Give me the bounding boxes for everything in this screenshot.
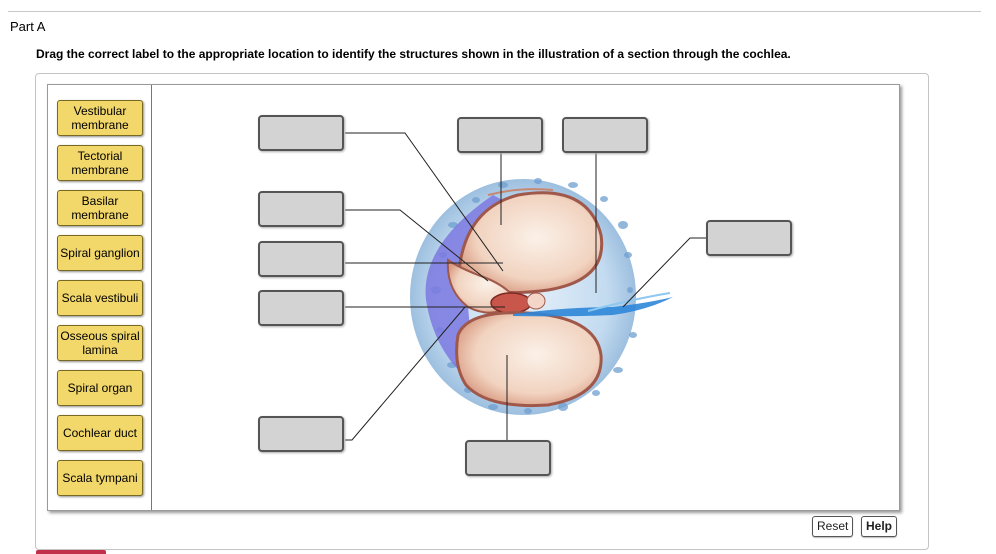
label-chip-spiral-organ[interactable]: Spiral organ [57,370,143,406]
help-button[interactable]: Help [861,516,898,537]
label-chip-text: Scala tympani [62,471,138,485]
label-chip-text: Cochlear duct [62,426,138,440]
label-chip-text: Osseous spiral lamina [60,329,140,357]
spiral-lamina-nerve [513,292,673,317]
leader-lines [345,132,706,441]
drop-target-8[interactable] [706,220,792,256]
scala-tympani-chamber [455,311,603,408]
label-chip-vestibular-membrane[interactable]: Vestibular membrane [57,100,143,136]
cochlea-illustration [345,132,706,441]
label-chip-scala-vestibuli[interactable]: Scala vestibuli [57,280,143,316]
label-chip-text: Spiral ganglion [60,246,140,260]
drop-target-5[interactable] [258,416,344,452]
drop-target-4[interactable] [258,290,344,326]
drop-target-3[interactable] [258,241,344,277]
label-chip-osseous-spiral-lamina[interactable]: Osseous spiral lamina [57,325,143,361]
label-chip-text: Spiral organ [67,381,133,395]
label-chip-spiral-ganglion[interactable]: Spiral ganglion [57,235,143,271]
label-chip-scala-tympani[interactable]: Scala tympani [57,460,143,496]
label-palette: Vestibular membrane Tectorial membrane B… [48,85,152,510]
drop-target-7[interactable] [562,117,648,153]
submit-tab[interactable] [36,550,106,554]
top-divider [8,11,981,12]
reset-button[interactable]: Reset [812,516,854,537]
label-chip-text: Tectorial membrane [71,149,129,177]
label-chip-tectorial-membrane[interactable]: Tectorial membrane [57,145,143,181]
part-title: Part A [10,19,46,34]
drop-target-6[interactable] [457,117,543,153]
drag-drop-workspace: Vestibular membrane Tectorial membrane B… [47,84,900,511]
label-chip-text: Basilar membrane [71,194,129,222]
label-chip-cochlear-duct[interactable]: Cochlear duct [57,415,143,451]
label-chip-text: Scala vestibuli [61,291,139,305]
drop-target-2[interactable] [258,191,344,227]
scala-vestibuli-chamber [456,188,604,295]
label-chip-basilar-membrane[interactable]: Basilar membrane [57,190,143,226]
spiral-organ-region [490,292,546,314]
drop-target-9[interactable] [465,440,551,476]
instructions-text: Drag the correct label to the appropriat… [36,47,791,61]
drop-target-1[interactable] [258,115,344,151]
label-chip-text: Vestibular membrane [71,104,129,132]
